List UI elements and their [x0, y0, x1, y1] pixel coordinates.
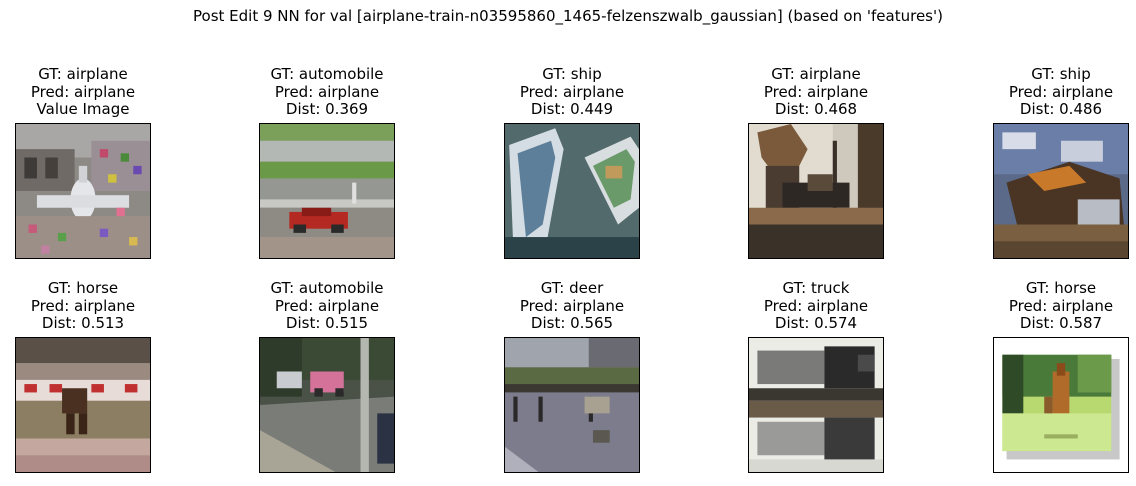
gt-label: GT: airplane [38, 65, 128, 83]
gt-label: GT: ship [1031, 65, 1091, 83]
thumbnail-image [15, 123, 151, 259]
dist-label: Dist: 0.587 [1019, 314, 1103, 332]
dist-label: Dist: 0.513 [41, 314, 125, 332]
pred-label: Pred: airplane [274, 296, 380, 315]
pred-label: Pred: airplane [763, 296, 869, 315]
thumbnail-image [259, 123, 395, 259]
pred-label: Pred: airplane [1008, 82, 1114, 101]
panel-title: GT: ship Pred: airplane Dist: 0.449 [454, 65, 690, 119]
dist-label: Dist: 0.515 [285, 314, 369, 332]
panel-title: GT: ship Pred: airplane Dist: 0.486 [943, 65, 1136, 119]
dist-label: Dist: 0.565 [530, 314, 614, 332]
thumbnail-image [748, 337, 884, 473]
pred-label: Pred: airplane [274, 82, 380, 101]
pred-label: Pred: airplane [1008, 296, 1114, 315]
thumbnail-image [993, 123, 1129, 259]
gt-label: GT: deer [540, 279, 604, 297]
dist-label: Dist: 0.369 [285, 100, 369, 118]
panel-title: GT: automobile Pred: airplane Dist: 0.36… [209, 65, 445, 119]
panel-title: GT: automobile Pred: airplane Dist: 0.51… [209, 279, 445, 333]
pred-label: Pred: airplane [763, 82, 869, 101]
gt-label: GT: horse [47, 279, 119, 297]
gt-label: GT: automobile [270, 65, 384, 83]
pred-label: Pred: airplane [519, 82, 625, 101]
panel-title: GT: truck Pred: airplane Dist: 0.574 [698, 279, 934, 333]
panel-title: GT: airplane Pred: airplane Value Image [0, 65, 201, 119]
gt-label: GT: automobile [270, 279, 384, 297]
figure-title: Post Edit 9 NN for val [airplane-train-n… [193, 7, 943, 25]
dist-label: Dist: 0.574 [774, 314, 858, 332]
panel-title: GT: airplane Pred: airplane Dist: 0.468 [698, 65, 934, 119]
gt-label: GT: airplane [771, 65, 861, 83]
pred-label: Pred: airplane [30, 296, 136, 315]
gt-label: GT: horse [1025, 279, 1097, 297]
thumbnail-image [15, 337, 151, 473]
dist-label: Dist: 0.486 [1019, 100, 1103, 118]
thumbnail-image [504, 337, 640, 473]
dist-label: Dist: 0.449 [530, 100, 614, 118]
thumbnail-image [259, 337, 395, 473]
dist-label: Dist: 0.468 [774, 100, 858, 118]
pred-label: Pred: airplane [30, 82, 136, 101]
thumbnail-image [993, 337, 1129, 473]
gt-label: GT: truck [782, 279, 850, 297]
panel-title: GT: deer Pred: airplane Dist: 0.565 [454, 279, 690, 333]
gt-label: GT: ship [542, 65, 602, 83]
panel-title: GT: horse Pred: airplane Dist: 0.587 [943, 279, 1136, 333]
thumbnail-image [504, 123, 640, 259]
panel-title: GT: horse Pred: airplane Dist: 0.513 [0, 279, 201, 333]
thumbnail-image [748, 123, 884, 259]
value-label: Value Image [36, 100, 130, 118]
pred-label: Pred: airplane [519, 296, 625, 315]
